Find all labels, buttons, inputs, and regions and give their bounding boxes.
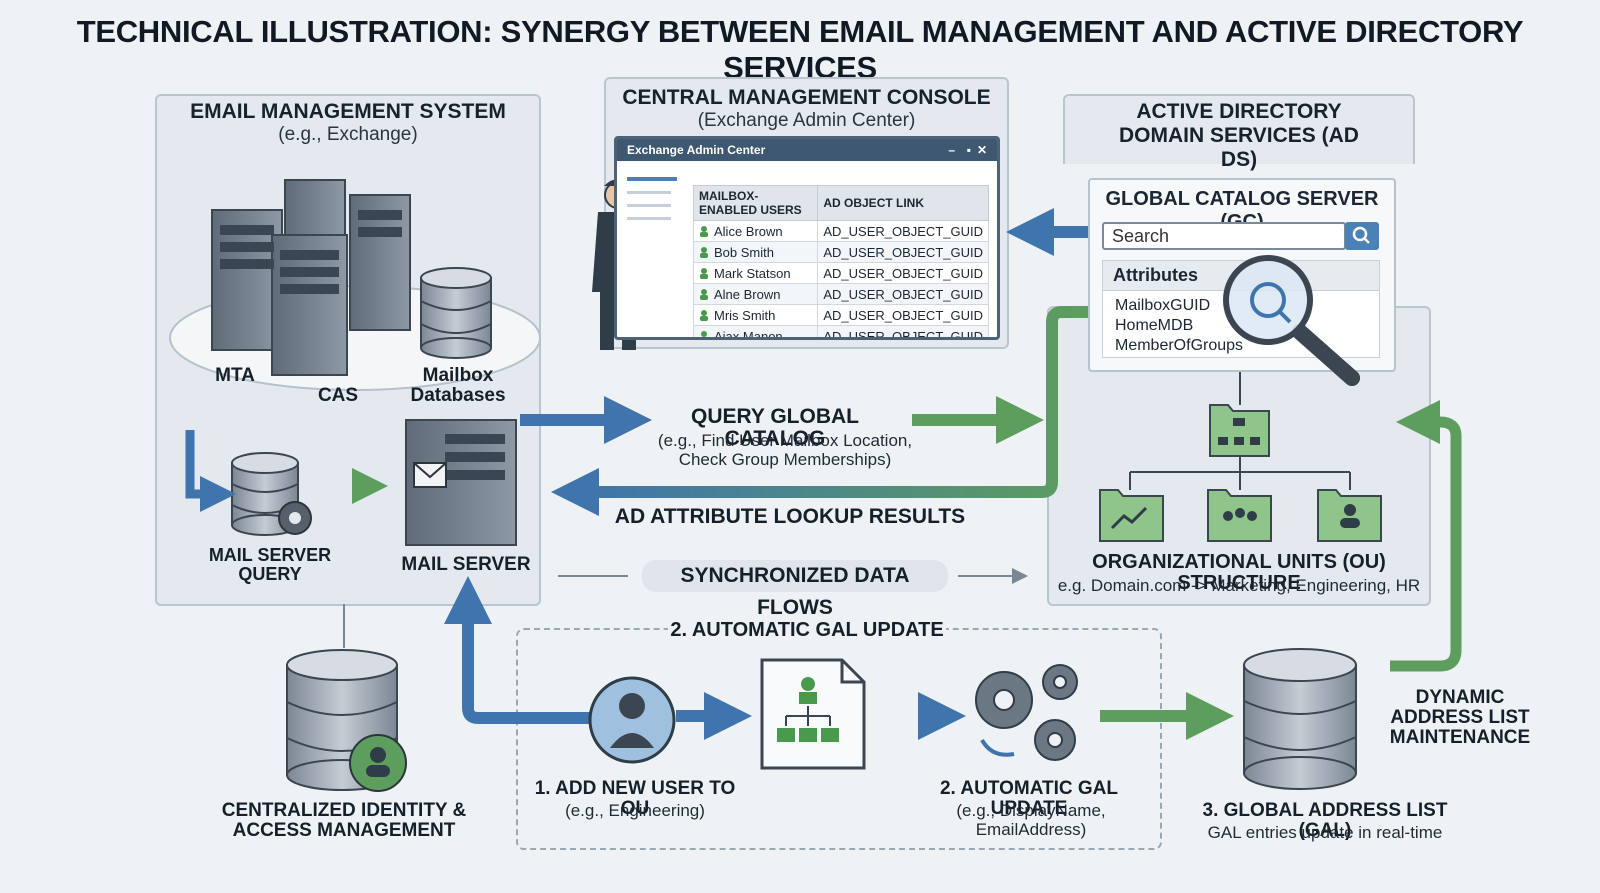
user-name: Alne Brown: [714, 286, 781, 302]
user-name: Bob Smith: [714, 244, 774, 260]
console-title: CENTRAL MANAGEMENT CONSOLE: [622, 86, 991, 109]
user-icon: [700, 288, 708, 300]
exchange-admin-window: Exchange Admin Center – ▪ ✕ MAILBOX-ENAB…: [614, 136, 1000, 340]
cas-label: CAS: [317, 385, 359, 406]
lookup-results-label: AD ATTRIBUTE LOOKUP RESULTS: [614, 505, 966, 528]
ad-object-link: AD_USER_OBJECT_GUID: [817, 262, 989, 284]
console-sidebar: [623, 169, 687, 329]
server-cluster-icon: [211, 179, 411, 376]
user-icon: [700, 267, 708, 279]
user-icon: [700, 246, 708, 258]
user-icon: [700, 309, 708, 321]
ad-object-link: AD_USER_OBJECT_GUID: [817, 220, 989, 242]
step1-sub: (e.g., Engineering): [565, 801, 705, 820]
new-user-icon: [588, 676, 676, 764]
email-system-subtitle: (e.g., Exchange): [278, 124, 418, 146]
step3-sub: GAL entries update in real-time: [1207, 823, 1443, 842]
table-row[interactable]: Aiax Manon AD_USER_OBJECT_GUID: [692, 325, 989, 340]
gal-database-icon: [1243, 648, 1357, 790]
step1-label: 1. ADD NEW USER TO OU: [534, 778, 736, 819]
attribute-item: HomeMDB: [1115, 317, 1194, 334]
ad-title: ACTIVE DIRECTORY DOMAIN SERVICES (AD DS): [1119, 100, 1359, 172]
user-name: Mris Smith: [714, 307, 776, 323]
ad-object-link: AD_USER_OBJECT_GUID: [817, 283, 989, 305]
search-button[interactable]: [1345, 222, 1379, 250]
column-header-ad-link[interactable]: AD OBJECT LINK: [817, 185, 989, 221]
search-placeholder: Search: [1112, 226, 1170, 246]
ad-object-link: AD_USER_OBJECT_GUID: [817, 304, 989, 326]
step2-label: 2. AUTOMATIC GAL UPDATE: [939, 778, 1119, 819]
mail-server-query-database-icon: [231, 452, 312, 536]
attribute-item: MemberOfGroups: [1115, 337, 1244, 354]
ou-title: ORGANIZATIONAL UNITS (OU) STRUCTURE: [1092, 551, 1386, 594]
table-row[interactable]: Bob Smith AD_USER_OBJECT_GUID: [692, 241, 989, 263]
query-gc-label: QUERY GLOBAL CATALOG: [690, 405, 859, 451]
page-title: TECHNICAL ILLUSTRATION: SYNERGY BETWEEN …: [76, 14, 1524, 85]
lookup-results-arrow: [551, 306, 1090, 516]
minimize-icon[interactable]: –: [948, 143, 955, 157]
user-icon: [700, 330, 708, 337]
dynamic-maintenance-label: DYNAMIC ADDRESS LIST MAINTENANCE: [1389, 687, 1531, 748]
sync-flows-pill: SYNCHRONIZED DATA FLOWS: [642, 560, 948, 619]
table-row[interactable]: Mris Smith AD_USER_OBJECT_GUID: [692, 304, 989, 326]
step2-sub: (e.g., DisplayName, EmailAddress): [956, 801, 1106, 840]
mail-server-label: MAIL SERVER: [401, 554, 531, 575]
table-row[interactable]: Alne Brown AD_USER_OBJECT_GUID: [692, 283, 989, 305]
ad-panel: [1063, 94, 1415, 164]
gc-search-input[interactable]: Search: [1102, 222, 1346, 250]
users-table: MAILBOX-ENABLED USERS AD OBJECT LINK Ali…: [692, 185, 989, 340]
ad-object-link: AD_USER_OBJECT_GUID: [817, 325, 989, 337]
query-gc-sub: (e.g., Find User Mailbox Location, Check…: [657, 431, 913, 470]
org-chart-document-icon: [760, 658, 866, 770]
column-header-users[interactable]: MAILBOX-ENABLED USERS: [692, 185, 819, 221]
search-icon: [1352, 226, 1370, 244]
gal-box-title: 2. AUTOMATIC GAL UPDATE: [668, 620, 946, 641]
magnifier-icon: [1223, 255, 1313, 345]
user-name: Alice Brown: [714, 223, 783, 239]
gears-icon: [975, 664, 1078, 761]
mailbox-database-icon: [420, 267, 492, 359]
maximize-icon[interactable]: ▪: [966, 143, 971, 157]
window-titlebar: Exchange Admin Center – ▪ ✕: [617, 139, 997, 161]
mta-label: MTA: [215, 365, 255, 386]
table-row[interactable]: Mark Statson AD_USER_OBJECT_GUID: [692, 262, 989, 284]
step1-to-mail-server-arrow: [444, 576, 598, 724]
ad-object-link: AD_USER_OBJECT_GUID: [817, 241, 989, 263]
identity-database-icon: [286, 649, 407, 792]
email-system-title: EMAIL MANAGEMENT SYSTEM: [190, 100, 506, 123]
table-row[interactable]: Alice Brown AD_USER_OBJECT_GUID: [692, 220, 989, 242]
ad-header: ACTIVE DIRECTORY DOMAIN SERVICES (AD DS): [1063, 100, 1415, 172]
user-name: Mark Statson: [714, 265, 791, 281]
mailbox-db-label: Mailbox Databases: [410, 365, 506, 406]
close-icon[interactable]: ✕: [976, 143, 987, 157]
mail-server-icon: [405, 419, 517, 546]
user-icon: [700, 225, 708, 237]
console-subtitle: (Exchange Admin Center): [697, 110, 916, 132]
attributes-box: Attributes MailboxGUID HomeMDB MemberOfG…: [1102, 260, 1380, 358]
console-header: CENTRAL MANAGEMENT CONSOLE (Exchange Adm…: [604, 86, 1009, 132]
dynamic-loop-arrow: [1390, 400, 1462, 672]
identity-label: CENTRALIZED IDENTITY & ACCESS MANAGEMENT: [221, 800, 467, 841]
attribute-item: MailboxGUID: [1115, 297, 1211, 314]
ou-example: e.g. Domain.com -> Marketing, Engineerin…: [1057, 576, 1421, 595]
arrow-to-query-db: [185, 430, 236, 512]
email-system-header: EMAIL MANAGEMENT SYSTEM (e.g., Exchange): [155, 100, 541, 146]
user-name: Aiax Manon: [714, 328, 783, 340]
window-title: Exchange Admin Center: [627, 143, 766, 157]
magnifier-handle: [1292, 324, 1360, 386]
mail-server-query-label: MAIL SERVER QUERY: [208, 545, 332, 584]
step3-label: 3. GLOBAL ADDRESS LIST (GAL): [1202, 800, 1448, 841]
ou-tree-icon: [1099, 368, 1382, 542]
magnifier-overlay: [1223, 255, 1360, 386]
